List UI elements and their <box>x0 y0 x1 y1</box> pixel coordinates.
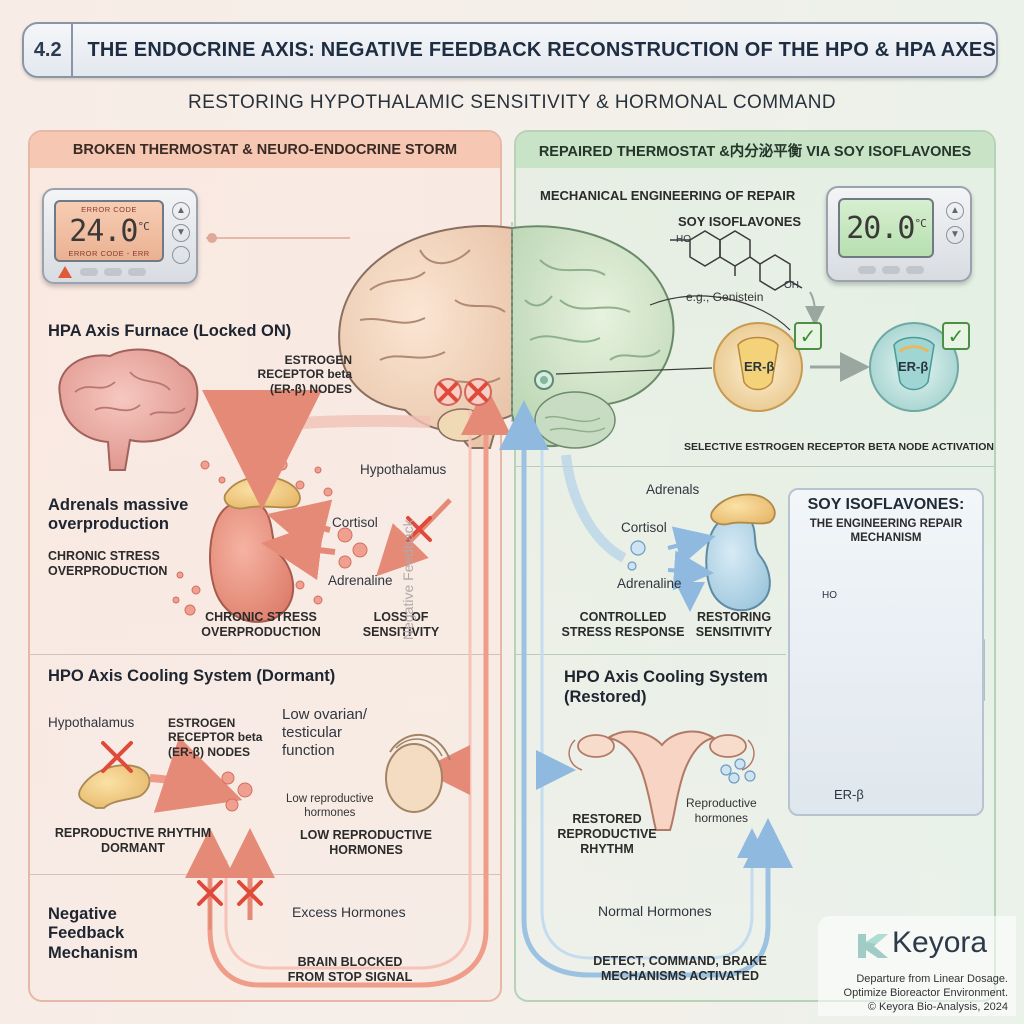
low-function-label: Low ovarian/ testicular function <box>282 706 368 759</box>
reproductive-hormones-label: Reproductive hormones <box>686 796 757 825</box>
selective-activation-label: SELECTIVE ESTROGEN RECEPTOR BETA NODE AC… <box>684 441 994 453</box>
right-panel-header: REPAIRED THERMOSTAT &内分泌平衡 VIA SOY ISOFL… <box>516 132 994 168</box>
genistein-label: e.g., Genistein <box>686 290 764 304</box>
left-divider-1 <box>30 654 500 655</box>
low-repro-small-label: Low reproductive hormones <box>286 793 374 820</box>
hpo-axis-title-right: HPO Axis Cooling System (Restored) <box>564 668 768 706</box>
thermostat-down-button-right: ▼ <box>946 226 964 244</box>
repair-box-subtitle: THE ENGINEERING REPAIR MECHANISM <box>809 518 963 544</box>
title-bar: 4.2 THE ENDOCRINE AXIS: NEGATIVE FEEDBAC… <box>22 22 998 78</box>
brand-tagline-1: Departure from Linear Dosage. <box>856 973 1008 985</box>
hypothalamus-label: Hypothalamus <box>360 462 447 477</box>
repair-mechanism-box <box>788 488 984 816</box>
chronic-stress-label-2: CHRONIC STRESS OVERPRODUCTION <box>201 610 321 639</box>
side-brain-illustration <box>58 348 199 471</box>
thermostat-up-button-right: ▲ <box>946 202 964 220</box>
section-number: 4.2 <box>24 24 74 76</box>
brain-blocked-label: BRAIN BLOCKED FROM STOP SIGNAL <box>287 955 413 984</box>
hpo-er-beta-nodes-label: ESTROGEN RECEPTOR beta (ER-β) NODES <box>168 716 263 759</box>
page-title: THE ENDOCRINE AXIS: NEGATIVE FEEDBACK RE… <box>87 38 996 61</box>
broken-temperature: 24.0°C <box>69 213 150 249</box>
er-beta-label-2: ER-β <box>898 359 929 374</box>
repaired-thermostat-screen: 20.0°C <box>838 198 934 258</box>
molecule-ho-label: HO <box>676 234 691 245</box>
restored-rhythm-label: RESTORED REPRODUCTIVE RHYTHM <box>557 812 657 856</box>
low-repro-caps-label: LOW REPRODUCTIVE HORMONES <box>300 828 432 857</box>
repair-box-ho-label: HO <box>822 590 837 601</box>
er-beta-nodes-label: ESTROGEN RECEPTOR beta (ER-β) NODES <box>257 353 352 396</box>
error-code-bottom: ERROR CODE - ERR <box>68 248 150 258</box>
thermostat-pill-2 <box>104 268 122 276</box>
isoflavone-molecule <box>670 230 803 291</box>
thermostat-mode-button <box>172 246 190 264</box>
page-subtitle: RESTORING HYPOTHALAMIC SENSITIVITY & HOR… <box>188 92 836 113</box>
cortisol-label-left: Cortisol <box>332 515 378 530</box>
hpo-hypothalamus-label: Hypothalamus <box>48 715 135 730</box>
chronic-stress-label-1: CHRONIC STRESS OVERPRODUCTION <box>48 549 168 578</box>
molecule-oh-label: OH <box>784 280 799 291</box>
hpa-axis-title: HPA Axis Furnace (Locked ON) <box>48 322 292 340</box>
negative-feedback-vertical-label: Negative Feedback <box>400 519 416 640</box>
receptor-er-beta-2 <box>869 322 959 412</box>
repaired-temperature: 20.0°C <box>846 210 927 246</box>
repaired-thermostat: 20.0°C ▲ ▼ <box>826 186 972 282</box>
red-cross-marks <box>101 378 492 906</box>
right-kidney <box>705 493 776 612</box>
hpo-axis-title-left: HPO Axis Cooling System (Dormant) <box>48 667 336 685</box>
repair-box-title: SOY ISOFLAVONES: <box>807 496 965 513</box>
receptor-er-beta-1 <box>713 322 803 412</box>
mechanical-engineering-title: MECHANICAL ENGINEERING OF REPAIR <box>540 188 796 203</box>
hpo-hypothalamus-shape <box>78 764 151 809</box>
negative-feedback-mechanism-label: Negative Feedback Mechanism <box>48 905 138 962</box>
thermostat-down-button: ▼ <box>172 224 190 242</box>
check-icon-1: ✓ <box>794 322 822 350</box>
loss-of-sensitivity-label: LOSS OF SENSITIVITY <box>362 610 440 639</box>
restoring-sensitivity-label: RESTORING SENSITIVITY <box>695 610 773 639</box>
adrenals-label-right: Adrenals <box>646 482 700 497</box>
broken-thermostat: ERROR CODE 24.0°C ERROR CODE - ERR ▲ ▼ <box>42 188 198 284</box>
er-beta-label-1: ER-β <box>744 359 775 374</box>
thermostat-pill-3 <box>128 268 146 276</box>
brand-logo-text: Keyora <box>892 926 988 959</box>
adrenaline-label-right: Adrenaline <box>617 576 682 591</box>
detect-command-brake-label: DETECT, COMMAND, BRAKE MECHANISMS ACTIVA… <box>593 954 767 983</box>
brand-box <box>818 916 1016 1016</box>
thermostat-up-button: ▲ <box>172 202 190 220</box>
normal-hormones-label: Normal Hormones <box>598 903 712 919</box>
brand-tagline-2: Optimize Bioreactor Environment. <box>843 987 1008 999</box>
check-icon-2: ✓ <box>942 322 970 350</box>
brand-copyright: © Keyora Bio-Analysis, 2024 <box>867 1001 1008 1013</box>
right-divider-1 <box>516 466 994 467</box>
right-divider-2 <box>516 654 786 655</box>
repro-rhythm-dormant-label: REPRODUCTIVE RHYTHM DORMANT <box>54 826 212 855</box>
soy-isoflavones-label: SOY ISOFLAVONES <box>678 214 802 229</box>
broken-thermostat-screen: ERROR CODE 24.0°C ERROR CODE - ERR <box>54 200 164 262</box>
thermostat-pill-r1 <box>858 266 876 274</box>
thermostat-pill-r3 <box>906 266 924 274</box>
controlled-stress-label: CONTROLLED STRESS RESPONSE <box>561 610 685 639</box>
adrenals-massive-label: Adrenals massive overproduction <box>48 496 189 533</box>
thermostat-pill-r2 <box>882 266 900 274</box>
excess-hormones-label: Excess Hormones <box>292 904 406 920</box>
cortisol-label-right: Cortisol <box>621 520 667 535</box>
uterus-shape <box>568 730 755 831</box>
error-code-top: ERROR CODE <box>81 204 137 214</box>
left-panel-header: BROKEN THERMOSTAT & NEURO-ENDOCRINE STOR… <box>30 132 500 168</box>
gonad-shape <box>385 734 451 813</box>
thermostat-pill-1 <box>80 268 98 276</box>
brain-right-half <box>511 225 675 449</box>
repair-box-er-beta-label: ER-β <box>834 787 864 802</box>
warning-icon <box>58 266 72 278</box>
adrenaline-label-left: Adrenaline <box>328 573 393 588</box>
